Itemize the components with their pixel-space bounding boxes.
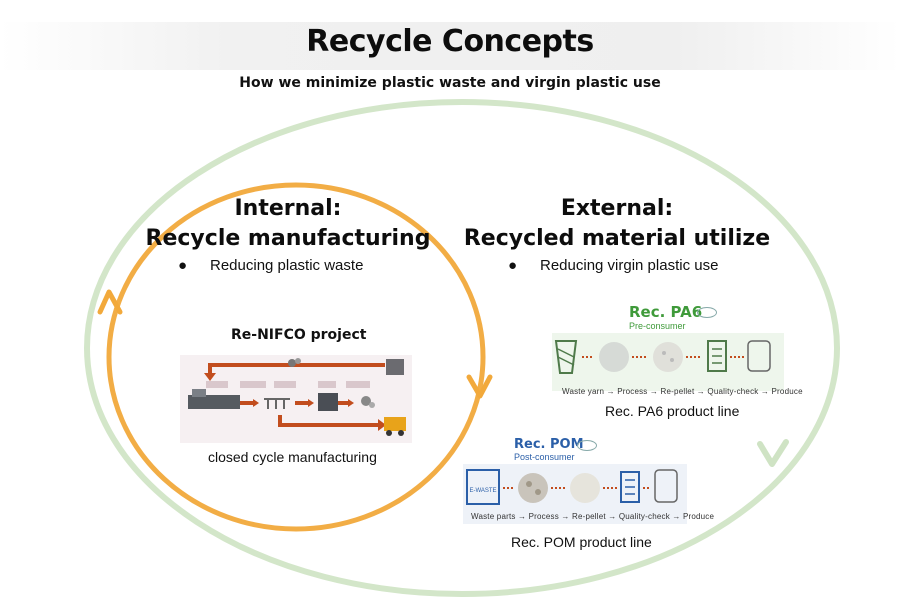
pom-steps: Waste parts → Process → Re-pellet → Qual… [471,512,715,521]
pa6-steps: Waste yarn → Process → Re-pellet → Quali… [562,387,803,396]
external-loop [84,99,840,597]
external-heading-line2: Recycled material utilize [463,226,771,251]
page-title: Recycle Concepts [306,24,594,59]
internal-heading: Internal: Recycle manufacturing [138,194,438,254]
internal-caption: closed cycle manufacturing [208,449,377,465]
pom-flow-image: E-WASTE [463,464,687,524]
recycle-logo-icon [577,440,597,451]
external-loop-arrow-icon [757,439,789,467]
internal-heading-line2: Recycle manufacturing [145,226,431,251]
recycle-logo-icon [697,307,717,318]
internal-bullet: ● Reducing plastic waste [178,257,363,274]
re-nifco-flow-image [180,355,412,443]
pom-label: Rec. POM [514,437,584,452]
pa6-label: Rec. PA6 [629,303,703,321]
pa6-flow-image [552,333,784,391]
internal-heading-line1: Internal: [234,196,342,221]
internal-loop [106,182,486,532]
internal-loop-arrow-down-icon [466,374,493,399]
internal-bullet-text: Reducing plastic waste [210,257,364,274]
pom-sublabel: Post-consumer [514,452,575,462]
ewaste-text: E-WASTE [469,488,496,494]
project-title: Re-NIFCO project [231,327,367,343]
external-heading-line1: External: [560,196,674,221]
pa6-sublabel: Pre-consumer [629,321,686,331]
pa6-caption: Rec. PA6 product line [605,403,740,419]
bullet-dot-icon: ● [178,257,188,274]
pom-caption: Rec. POM product line [511,534,652,550]
internal-loop-arrow-up-icon [97,289,123,315]
external-heading: External: Recycled material utilize [462,194,772,254]
external-bullet-text: Reducing virgin plastic use [540,257,719,274]
bullet-dot-icon: ● [508,257,518,274]
page-subtitle: How we minimize plastic waste and virgin… [239,75,661,91]
external-bullet: ● Reducing virgin plastic use [508,257,718,274]
title-band [0,22,900,70]
